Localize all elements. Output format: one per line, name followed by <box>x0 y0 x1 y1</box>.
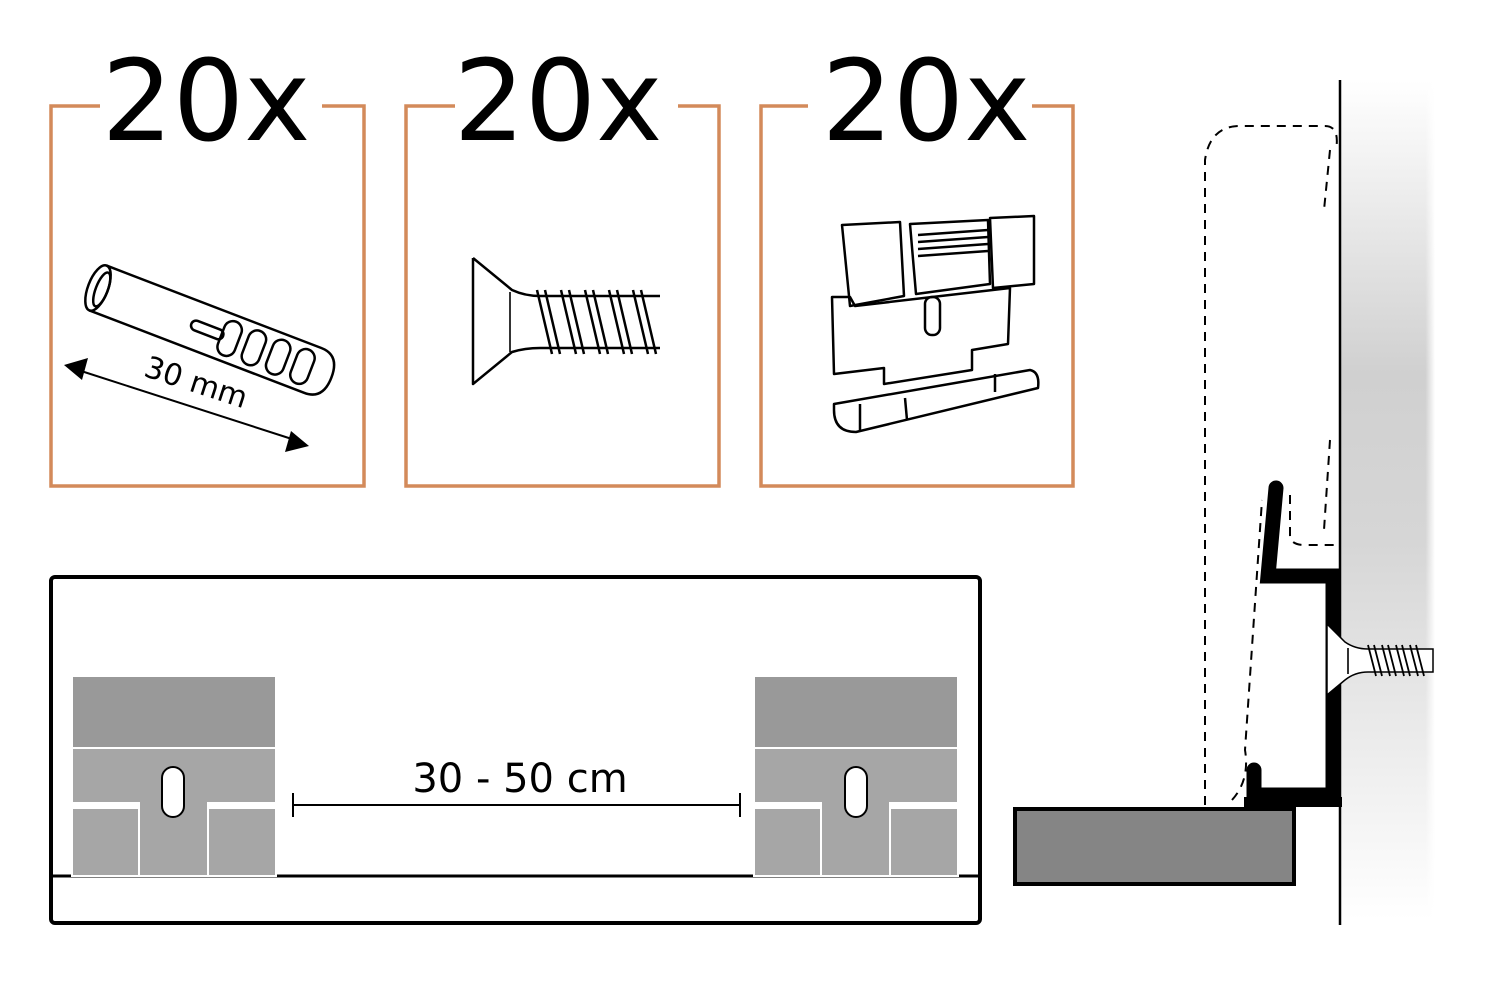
mounting-profile <box>1246 480 1341 803</box>
spacing-panel: 30 - 50 cm <box>49 575 982 925</box>
wall-plug-icon <box>84 264 336 396</box>
quantity-label: 20x <box>454 37 663 167</box>
quantity-label: 20x <box>822 37 1031 167</box>
screw-icon <box>471 257 660 386</box>
quantity-label: 20x <box>102 37 311 167</box>
mounting-clip-icon <box>830 214 1040 434</box>
dimension-label: 30 mm <box>140 350 252 416</box>
spacing-dimension-line <box>292 793 741 817</box>
frame <box>404 104 721 488</box>
frame <box>49 104 366 488</box>
kit-item-screw: 20x <box>404 37 721 488</box>
kit-item-mounting-clip: 20x <box>759 37 1075 488</box>
cross-section <box>1013 80 1435 925</box>
screw-icon <box>1326 622 1434 697</box>
clip-left <box>71 675 277 877</box>
skirting-outline <box>1204 125 1338 805</box>
frame <box>759 104 1075 488</box>
floor-board <box>1013 807 1296 886</box>
kit-item-wall-plug: 20x 30 mm <box>49 37 366 488</box>
spacing-label: 30 - 50 cm <box>412 756 627 802</box>
clip-right <box>753 675 959 877</box>
dimension-arrow <box>64 358 309 452</box>
